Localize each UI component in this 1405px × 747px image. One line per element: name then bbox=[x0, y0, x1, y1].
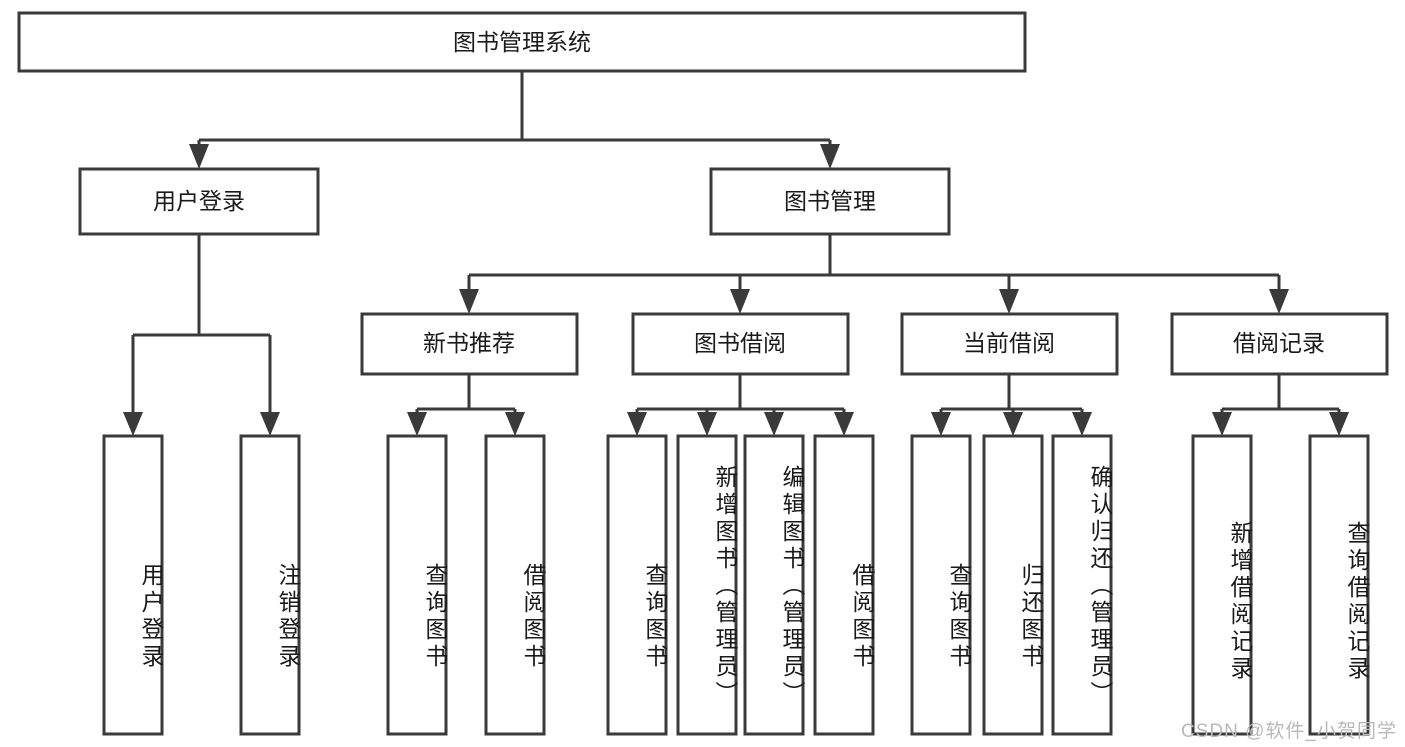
arrow-head-current-borrow bbox=[999, 289, 1019, 314]
node-user-login-label: 用户登录 bbox=[153, 188, 245, 214]
arrow-head-leaf-query-book-3 bbox=[931, 412, 951, 436]
node-new-book-recommend[interactable]: 新书推荐 bbox=[360, 312, 579, 376]
node-leaf-borrow-book-2-box[interactable] bbox=[813, 434, 875, 736]
node-user-login-box[interactable] bbox=[78, 167, 320, 236]
arrow-head-leaf-user-logout bbox=[260, 412, 280, 436]
arrow-head-leaf-add-book bbox=[697, 412, 717, 436]
arrow-head-borrow-record bbox=[1269, 289, 1289, 314]
node-root[interactable]: 图书管理系统 bbox=[17, 11, 1027, 73]
leaf-node-layer bbox=[102, 434, 1370, 736]
node-leaf-query-record-box[interactable] bbox=[1308, 434, 1370, 736]
arrow-head-book-borrow bbox=[730, 289, 750, 314]
arrow-head-leaf-edit-book bbox=[764, 412, 784, 436]
node-root-label: 图书管理系统 bbox=[453, 29, 591, 55]
node-book-manage-label: 图书管理 bbox=[784, 188, 876, 214]
arrow-head-new-book-recommend bbox=[459, 289, 479, 314]
node-borrow-record[interactable]: 借阅记录 bbox=[1170, 312, 1389, 376]
node-new-book-recommend-label: 新书推荐 bbox=[423, 330, 515, 356]
arrow-head-leaf-query-book-2 bbox=[627, 412, 647, 436]
node-leaf-query-book-3-box[interactable] bbox=[910, 434, 972, 736]
arrow-head-book-manage bbox=[820, 144, 840, 169]
arrow-head-user-login bbox=[189, 144, 209, 169]
arrow-head-leaf-query-record bbox=[1329, 412, 1349, 436]
arrow-head-leaf-borrow-book-1 bbox=[505, 412, 525, 436]
node-leaf-borrow-book-1-box[interactable] bbox=[484, 434, 546, 736]
node-borrow-record-label: 借阅记录 bbox=[1233, 330, 1325, 356]
arrow-head-leaf-query-book-1 bbox=[407, 412, 427, 436]
node-leaf-user-login-box[interactable] bbox=[102, 434, 164, 736]
node-leaf-edit-book-box[interactable] bbox=[743, 434, 805, 736]
node-leaf-confirm-return-box[interactable] bbox=[1051, 434, 1113, 736]
connector-layer bbox=[123, 71, 1349, 436]
node-current-borrow[interactable]: 当前借阅 bbox=[900, 312, 1119, 376]
arrow-head-leaf-add-record bbox=[1212, 412, 1232, 436]
node-current-borrow-label: 当前借阅 bbox=[963, 330, 1055, 356]
node-current-borrow-box[interactable] bbox=[900, 312, 1119, 376]
csdn-watermark: CSDN @软件_小贺同学 bbox=[1181, 721, 1397, 742]
node-leaf-user-logout-box[interactable] bbox=[239, 434, 301, 736]
node-book-manage-box[interactable] bbox=[709, 167, 951, 236]
node-leaf-add-record-box[interactable] bbox=[1191, 434, 1253, 736]
node-book-borrow[interactable]: 图书借阅 bbox=[631, 312, 850, 376]
node-user-login[interactable]: 用户登录 bbox=[78, 167, 320, 236]
node-leaf-query-book-2-box[interactable] bbox=[606, 434, 668, 736]
node-leaf-add-book-box[interactable] bbox=[676, 434, 738, 736]
node-book-borrow-label: 图书借阅 bbox=[694, 330, 786, 356]
arrow-head-leaf-return-book bbox=[1003, 412, 1023, 436]
arrow-head-leaf-confirm-return bbox=[1072, 412, 1092, 436]
node-root-box[interactable] bbox=[17, 11, 1027, 73]
node-leaf-return-book-box[interactable] bbox=[982, 434, 1044, 736]
arrow-head-leaf-borrow-book-2 bbox=[834, 412, 854, 436]
arrow-head-leaf-user-login bbox=[123, 412, 143, 436]
node-book-borrow-box[interactable] bbox=[631, 312, 850, 376]
node-borrow-record-box[interactable] bbox=[1170, 312, 1389, 376]
node-leaf-query-book-1-box[interactable] bbox=[386, 434, 448, 736]
node-new-book-recommend-box[interactable] bbox=[360, 312, 579, 376]
node-book-manage[interactable]: 图书管理 bbox=[709, 167, 951, 236]
